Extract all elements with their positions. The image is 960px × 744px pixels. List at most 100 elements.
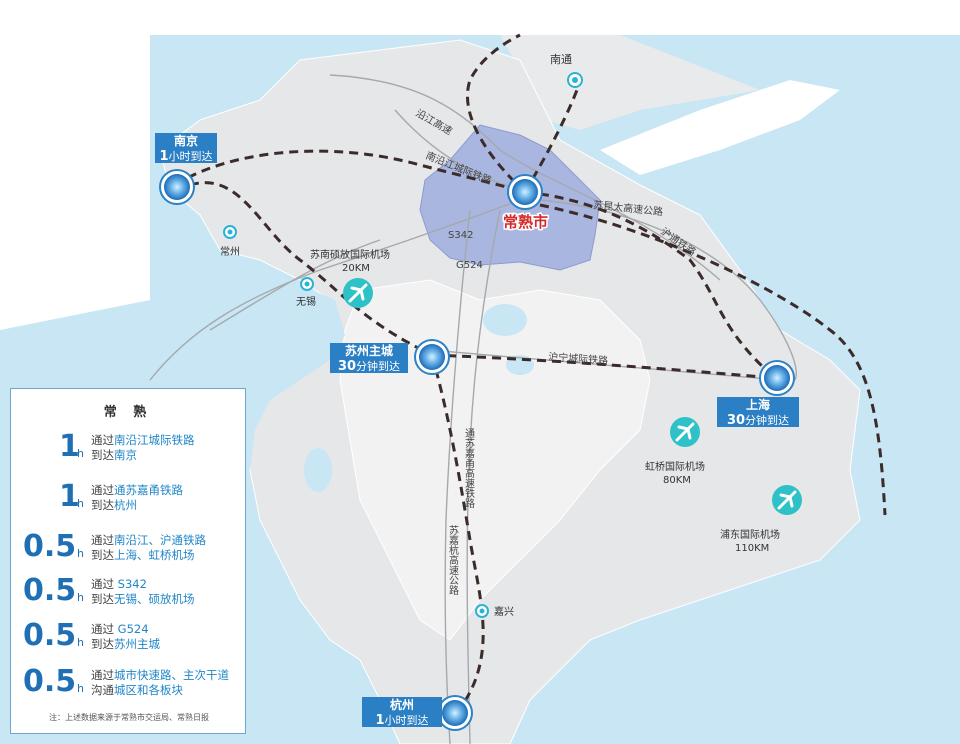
legend-row-unit: h bbox=[77, 497, 84, 510]
lake-1 bbox=[483, 304, 527, 336]
land-suzhou bbox=[339, 279, 651, 641]
legend-text: 到达 bbox=[91, 498, 114, 512]
legend-row: 0.5 h 通过 S342 到达无锡、硕放机场 bbox=[11, 571, 247, 615]
legend-row-line1: 通过 G524 bbox=[91, 621, 149, 637]
legend-row-unit: h bbox=[77, 591, 84, 604]
label-changzhou: 常州 bbox=[220, 245, 240, 258]
callout-nanjing-box bbox=[155, 133, 217, 163]
legend-highlight: 杭州 bbox=[114, 498, 137, 512]
legend-text: 到达 bbox=[91, 637, 114, 651]
legend-row-line2: 到达无锡、硕放机场 bbox=[91, 591, 195, 607]
legend-row-line2: 到达南京 bbox=[91, 447, 137, 463]
legend-row-value: 0.5 bbox=[23, 664, 77, 699]
small-city-marker-icon bbox=[300, 277, 314, 291]
legend-title: 常 熟 bbox=[103, 405, 153, 420]
callout-hangzhou: 杭州 1小时到达 bbox=[362, 697, 442, 729]
city-marker-icon bbox=[414, 339, 450, 375]
legend-row-line1: 通过通苏嘉甬铁路 bbox=[91, 482, 183, 498]
highway-lines bbox=[149, 74, 797, 744]
legend-row-unit: h bbox=[77, 447, 84, 460]
callout-hangzhou-unit: 小时到达 bbox=[384, 714, 429, 727]
label-wuxi: 无锡 bbox=[296, 295, 316, 308]
legend-highlight: 南沿江、沪通铁路 bbox=[114, 533, 206, 547]
airplane-icon bbox=[343, 278, 373, 308]
legend-row: 0.5 h 通过南沿江、沪通铁路 到达上海、虹桥机场 bbox=[11, 527, 247, 571]
legend-row-value: 0.5 bbox=[23, 618, 77, 653]
callout-shanghai-time: 30分钟到达 bbox=[717, 413, 799, 429]
lake-3 bbox=[304, 448, 332, 492]
legend-highlight: 南沿江城际铁路 bbox=[114, 433, 195, 447]
label-changshu: 常熟市 bbox=[503, 213, 548, 231]
legend-highlight: S342 bbox=[117, 577, 147, 591]
legend-note: 注：上述数据来源于常熟市交运局、常熟日报 bbox=[49, 713, 209, 722]
legend-row-line2: 到达苏州主城 bbox=[91, 636, 160, 652]
airplane-icon bbox=[772, 485, 802, 515]
legend-row-line2: 到达上海、虹桥机场 bbox=[91, 547, 195, 563]
legend-text: 到达 bbox=[91, 448, 114, 462]
legend-highlight: 南京 bbox=[114, 448, 137, 462]
legend-row: 0.5 h 通过 G524 到达苏州主城 bbox=[11, 616, 247, 660]
legend-highlight: 通苏嘉甬铁路 bbox=[114, 483, 183, 497]
legend-row: 1 h 通过南沿江城际铁路 到达南京 bbox=[11, 427, 247, 471]
legend-text: 到达 bbox=[91, 592, 114, 606]
legend-text: 通过 bbox=[91, 668, 114, 682]
legend-row-unit: h bbox=[77, 547, 84, 560]
legend-highlight: 苏州主城 bbox=[114, 637, 160, 651]
legend-text: 到达 bbox=[91, 548, 114, 562]
legend-row: 0.5 h 通过城市快速路、主次干道 沟通城区和各板块 bbox=[11, 662, 247, 706]
callout-hangzhou-num: 1 bbox=[375, 713, 385, 728]
legend-row-line1: 通过南沿江、沪通铁路 bbox=[91, 532, 206, 548]
label-g524: G524 bbox=[456, 260, 483, 271]
callout-hangzhou-time: 1小时到达 bbox=[362, 713, 442, 729]
callout-shanghai-box bbox=[717, 397, 799, 427]
legend-row: 1 h 通过通苏嘉甬铁路 到达杭州 bbox=[11, 477, 247, 521]
small-city-marker-icon bbox=[223, 225, 237, 239]
legend-text: 通过 bbox=[91, 433, 114, 447]
legend-text: 沟通 bbox=[91, 683, 114, 697]
callout-shanghai-unit: 分钟到达 bbox=[745, 414, 790, 427]
city-marker-icon bbox=[437, 695, 473, 731]
callout-hangzhou-box bbox=[362, 697, 442, 727]
callout-hangzhou-name: 杭州 bbox=[389, 698, 414, 712]
label-tongsujiayong: 通苏嘉甬高速铁路 bbox=[463, 428, 475, 509]
callout-shanghai-name: 上海 bbox=[745, 398, 770, 412]
legend-panel: 常 熟 1 h 通过南沿江城际铁路 到达南京 1 h 通过通苏嘉甬铁路 到达杭州… bbox=[10, 388, 246, 734]
legend-row-value: 1 bbox=[59, 429, 80, 464]
label-jiaxing: 嘉兴 bbox=[494, 605, 514, 618]
callout-nanjing-name: 南京 bbox=[173, 134, 198, 148]
callout-nanjing: 南京 1小时到达 bbox=[155, 133, 217, 165]
label-sunan-airport: 苏南硕放国际机场 bbox=[310, 248, 390, 261]
legend-row-line1: 通过城市快速路、主次干道 bbox=[91, 667, 229, 683]
island-chongming bbox=[600, 80, 840, 175]
city-marker-icon bbox=[159, 169, 195, 205]
railway-lines bbox=[174, 33, 887, 716]
legend-row-line1: 通过南沿江城际铁路 bbox=[91, 432, 195, 448]
legend-text: 通过 bbox=[91, 622, 118, 636]
label-sujiahang: 苏嘉杭高速公路 bbox=[447, 524, 459, 596]
callout-suzhou: 苏州主城 30分钟到达 bbox=[330, 343, 408, 375]
callout-nanjing-unit: 小时到达 bbox=[168, 150, 213, 163]
label-s342: S342 bbox=[448, 230, 473, 241]
city-marker-icon bbox=[759, 360, 795, 396]
legend-text: 通过 bbox=[91, 533, 114, 547]
legend-text: 通过 bbox=[91, 577, 118, 591]
callout-shanghai: 上海 30分钟到达 bbox=[717, 397, 799, 429]
callout-nanjing-num: 1 bbox=[159, 149, 169, 164]
label-hongqiao-dist: 80KM bbox=[663, 475, 691, 486]
legend-text: 通过 bbox=[91, 483, 114, 497]
legend-row-value: 0.5 bbox=[23, 529, 77, 564]
label-sunan-dist: 20KM bbox=[342, 263, 370, 274]
legend-row-value: 0.5 bbox=[23, 573, 77, 608]
legend-highlight: 城市快速路、主次干道 bbox=[114, 668, 229, 682]
callout-suzhou-time: 30分钟到达 bbox=[330, 359, 408, 375]
legend-highlight: G524 bbox=[117, 622, 149, 636]
label-pudong-dist: 110KM bbox=[735, 543, 769, 554]
legend-highlight: 上海、虹桥机场 bbox=[114, 548, 195, 562]
city-marker-icon bbox=[507, 174, 543, 210]
airplane-icon bbox=[670, 417, 700, 447]
taihu-lake bbox=[235, 285, 345, 470]
legend-row-unit: h bbox=[77, 682, 84, 695]
legend-row-line2: 沟通城区和各板块 bbox=[91, 682, 183, 698]
legend-row-value: 1 bbox=[59, 479, 80, 514]
